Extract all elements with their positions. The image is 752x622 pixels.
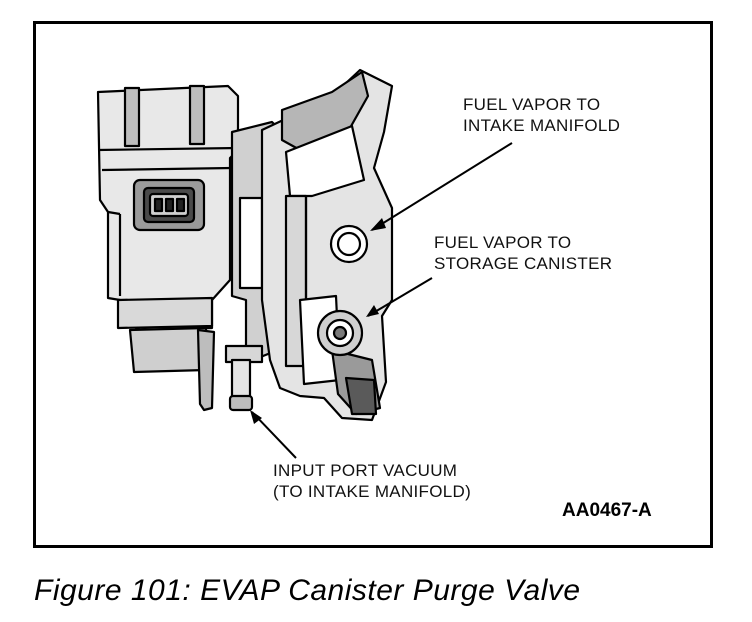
arrowhead-canister [366, 305, 379, 317]
electrical-connector [132, 178, 206, 232]
label-input-port-line-1: INPUT PORT VACUUM [273, 461, 458, 480]
canister-vapor-port [316, 309, 364, 357]
label-fuel-vapor-intake-line-1: FUEL VAPOR TO [463, 95, 601, 114]
intake-vapor-port [329, 224, 369, 264]
figure-caption: Figure 101: EVAP Canister Purge Valve [34, 574, 581, 607]
label-fuel-vapor-canister-line-2: STORAGE CANISTER [434, 254, 613, 273]
label-fuel-vapor-canister: FUEL VAPOR TO STORAGE CANISTER [434, 232, 612, 274]
valve-housing [260, 68, 394, 422]
label-fuel-vapor-canister-line-1: FUEL VAPOR TO [434, 233, 572, 252]
leader-line-canister [367, 277, 433, 317]
label-fuel-vapor-intake: FUEL VAPOR TO INTAKE MANIFOLD [463, 94, 620, 136]
label-fuel-vapor-intake-line-2: INTAKE MANIFOLD [463, 116, 621, 135]
vacuum-input-port [224, 344, 264, 412]
label-input-port-line-2: (TO INTAKE MANIFOLD) [273, 482, 472, 501]
leader-line-intake [371, 142, 513, 231]
arrowhead-intake [370, 218, 386, 231]
label-input-port-vacuum: INPUT PORT VACUUM (TO INTAKE MANIFOLD) [273, 460, 471, 502]
arrowhead-input-port [250, 410, 262, 424]
figure-reference-code: AA0467-A [562, 500, 652, 521]
